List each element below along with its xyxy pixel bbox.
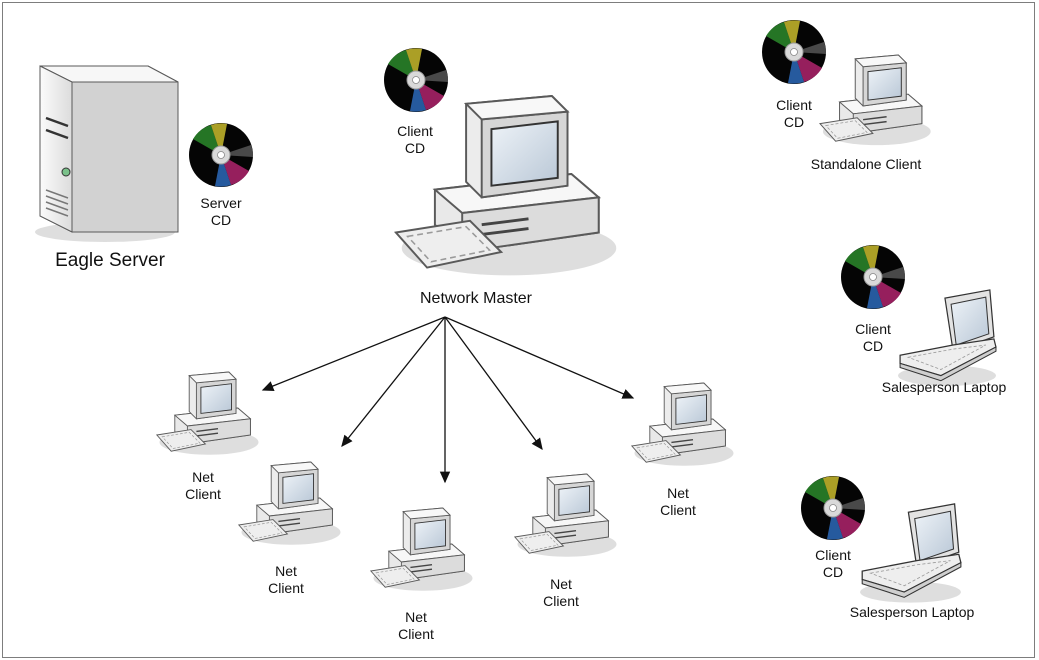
net-client-2-label: Net Client [268, 563, 304, 596]
network-master-label: Network Master [419, 290, 533, 307]
net-client-3-label: Net Client [398, 609, 434, 642]
server-tower-icon [35, 65, 179, 242]
laptop-2-icon [859, 503, 962, 604]
net-client-1-label: Net Client [185, 469, 221, 502]
server-cd-label: Server CD [200, 195, 242, 228]
edge-master-netclient-2 [341, 316, 446, 448]
laptop-1-icon [897, 289, 997, 387]
standalone-client-computer-icon [819, 54, 932, 146]
net-client-5-label: Net Client [660, 485, 696, 518]
network-master-cd-label: Client CD [397, 123, 433, 156]
edge-master-netclient-5 [444, 316, 635, 399]
net-client-1-computer-icon [156, 371, 260, 456]
laptop-1-label: Salesperson Laptop [881, 379, 1007, 395]
laptop-2-cd-label: Client CD [815, 547, 851, 580]
connection-edges [261, 316, 635, 484]
net-client-3-computer-icon [370, 507, 474, 592]
server-cd-icon [188, 122, 254, 188]
edge-master-netclient-4 [444, 316, 543, 451]
eagle-server-label: Eagle Server [55, 250, 165, 271]
laptop-2-cd-icon [800, 475, 866, 541]
net-client-4-computer-icon [514, 473, 618, 558]
net-client-4-label: Net Client [543, 576, 579, 609]
standalone-client-cd-icon [761, 19, 827, 85]
laptop-1-cd-label: Client CD [855, 321, 891, 354]
standalone-client-cd-label: Client CD [776, 97, 812, 130]
standalone-client-label: Standalone Client [810, 156, 922, 172]
network-master-cd-icon [383, 47, 449, 113]
laptop-2-label: Salesperson Laptop [849, 604, 975, 620]
laptop-1-cd-icon [840, 244, 906, 310]
edge-master-netclient-1 [261, 316, 446, 391]
net-client-5-computer-icon [631, 382, 735, 467]
net-client-2-computer-icon [238, 461, 342, 546]
